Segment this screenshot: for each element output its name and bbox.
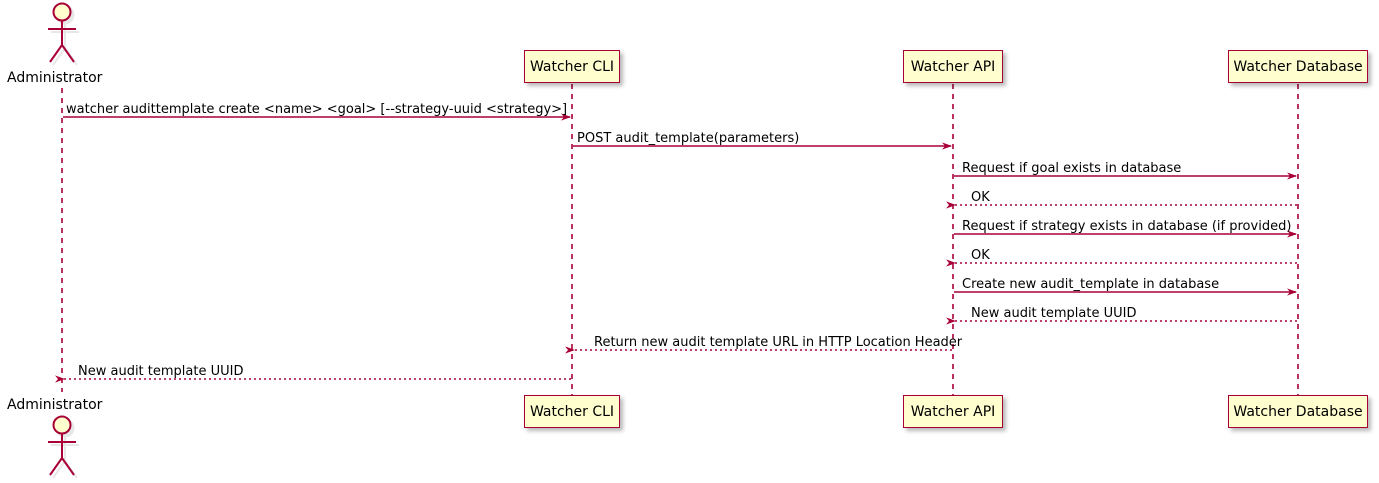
message-label-1: watcher audittemplate create <name> <goa… bbox=[66, 102, 568, 117]
administrator-bottom-label: Administrator bbox=[7, 397, 103, 413]
participant-label-watcher-api-top: Watcher API bbox=[910, 58, 996, 75]
actor-figure-administrator-top bbox=[48, 2, 79, 66]
message-label-3: Request if goal exists in database bbox=[962, 161, 1182, 176]
actor-figures-group bbox=[48, 2, 79, 479]
lifelines-group bbox=[61, 84, 1299, 396]
participant-box-watcher-database-bottom[interactable]: Watcher Database bbox=[1228, 395, 1368, 428]
message-label-7: Create new audit_template in database bbox=[962, 277, 1220, 292]
participant-box-watcher-database-top[interactable]: Watcher Database bbox=[1228, 50, 1368, 83]
participant-label-watcher-database-top: Watcher Database bbox=[1233, 58, 1363, 75]
participant-box-watcher-api-top[interactable]: Watcher API bbox=[903, 50, 1003, 83]
participant-box-watcher-cli-bottom[interactable]: Watcher CLI bbox=[524, 395, 620, 428]
participant-box-watcher-api-bottom[interactable]: Watcher API bbox=[903, 395, 1003, 428]
message-label-8: New audit template UUID bbox=[971, 306, 1137, 321]
message-label-5: Request if strategy exists in database (… bbox=[962, 219, 1292, 234]
participant-label-watcher-cli-bottom: Watcher CLI bbox=[529, 403, 615, 420]
message-label-6: OK bbox=[971, 248, 990, 263]
message-label-10: New audit template UUID bbox=[78, 364, 244, 379]
participant-box-watcher-cli-top[interactable]: Watcher CLI bbox=[524, 50, 620, 83]
participant-label-watcher-database-bottom: Watcher Database bbox=[1233, 403, 1363, 420]
message-label-9: Return new audit template URL in HTTP Lo… bbox=[594, 335, 963, 350]
participant-label-watcher-cli-top: Watcher CLI bbox=[529, 58, 615, 75]
message-arrows-group bbox=[55, 113, 1297, 383]
administrator-top-label: Administrator bbox=[7, 70, 103, 86]
actor-figure-administrator-bottom bbox=[48, 415, 79, 479]
participant-label-watcher-api-bottom: Watcher API bbox=[910, 403, 996, 420]
message-label-2: POST audit_template(parameters) bbox=[577, 131, 800, 146]
message-label-4: OK bbox=[971, 190, 990, 205]
